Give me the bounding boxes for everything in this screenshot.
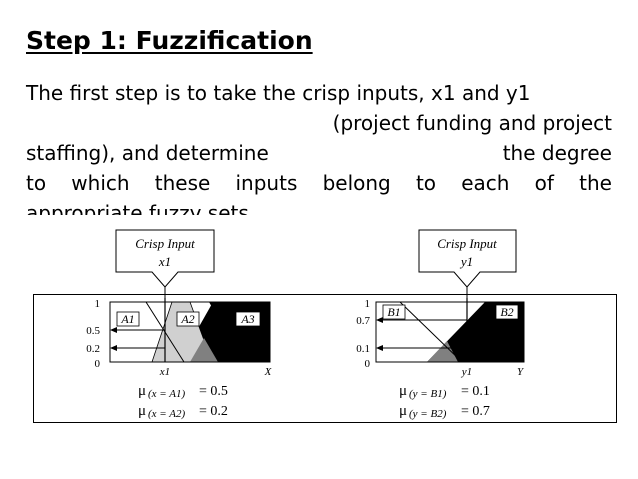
- label-a1: A1: [120, 312, 134, 326]
- label-b2: B2: [500, 305, 513, 319]
- membership-value: = 0.5: [199, 384, 228, 399]
- right-ytick-07: 0.7: [356, 315, 370, 327]
- left-ytick-05: 0.5: [86, 325, 100, 337]
- right-arrowhead-b2: [376, 317, 383, 323]
- set-a2-overlap: [190, 338, 218, 362]
- right-callout-shape: [418, 229, 517, 288]
- paragraph-line-1: The first step is to take the crisp inpu…: [26, 81, 531, 105]
- paragraph-line-4-word: each: [461, 171, 510, 195]
- label-b1: B1: [387, 305, 400, 319]
- membership-subscript: (x = A2): [148, 408, 185, 420]
- left-xtick-x1: x1: [159, 366, 170, 378]
- paragraph-line-4-word: to: [415, 171, 437, 195]
- slide-title: Step 1: Fuzzification: [26, 26, 313, 55]
- paragraph-line-4-word: inputs: [235, 171, 298, 195]
- paragraph-line-4-word: to: [26, 171, 47, 195]
- left-membership-2: μ (x = A2) = 0.2: [138, 403, 228, 420]
- left-ytick-0: 0: [95, 358, 101, 370]
- paragraph-line-4-word: belong: [322, 171, 391, 195]
- right-xtick-y1: y1: [461, 366, 472, 378]
- left-arrowhead-a1: [110, 327, 117, 333]
- left-ytick-02: 0.2: [86, 343, 100, 355]
- right-callout-title: Crisp Input: [437, 236, 497, 251]
- right-ytick-0: 0: [365, 358, 371, 370]
- paragraph-line-3-end: the degree: [502, 141, 612, 165]
- right-plot-frame: [375, 301, 525, 363]
- paragraph-line-4-word: these: [154, 171, 211, 195]
- mu-symbol-icon: μ: [138, 383, 146, 399]
- membership-subscript: (y = B1): [409, 388, 447, 400]
- left-callout-title: Crisp Input: [135, 236, 195, 251]
- left-membership-1: μ (x = A1) = 0.5: [138, 383, 228, 400]
- right-callout-var: y1: [459, 254, 473, 269]
- right-membership-2: μ (y = B2) = 0.7: [399, 403, 490, 420]
- mu-symbol-icon: μ: [399, 403, 407, 419]
- paragraph-line-4-word: the: [579, 171, 612, 195]
- set-b-overlap: [427, 341, 458, 362]
- left-ytick-1: 1: [95, 298, 101, 310]
- paragraph-line-3: staffing), and determine the degree: [26, 138, 612, 168]
- membership-value: = 0.7: [461, 404, 490, 419]
- right-ytick-01: 0.1: [356, 343, 370, 355]
- mu-symbol-icon: μ: [138, 403, 146, 419]
- membership-subscript: (x = A1): [148, 388, 185, 400]
- paragraph-line-4-word: which: [71, 171, 130, 195]
- membership-subscript: (y = B2): [409, 408, 447, 420]
- right-arrowhead-b1: [376, 345, 383, 351]
- paragraph-line-3-start: staffing), and determine: [26, 141, 269, 165]
- right-axis-label: Y: [517, 366, 525, 378]
- membership-value: = 0.2: [199, 404, 228, 419]
- left-arrowhead-a2: [110, 345, 117, 351]
- figure-frame: [33, 294, 617, 423]
- label-a2: A2: [180, 312, 194, 326]
- membership-value: = 0.1: [461, 384, 490, 399]
- mu-symbol-icon: μ: [399, 383, 407, 399]
- left-plot-frame: [109, 301, 271, 363]
- left-axis-label: X: [264, 366, 273, 378]
- left-callout-var: x1: [158, 254, 171, 269]
- left-callout-shape: [115, 229, 215, 288]
- right-ytick-1: 1: [365, 298, 371, 310]
- paragraph-line-2: (project funding and project: [332, 111, 612, 135]
- paragraph-line-5: appropriate fuzzy sets.: [26, 201, 256, 215]
- label-a3: A3: [240, 312, 254, 326]
- paragraph-line-4-word: of: [534, 171, 554, 195]
- right-membership-1: μ (y = B1) = 0.1: [399, 383, 490, 400]
